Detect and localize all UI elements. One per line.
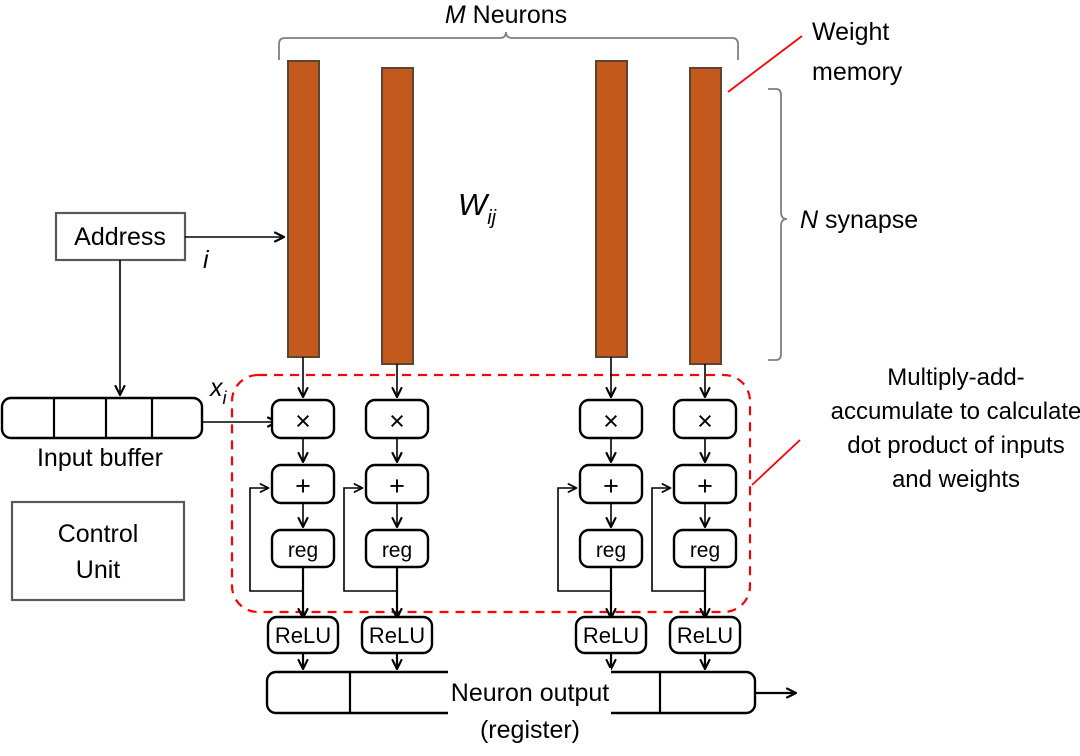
compute-column-2: × + reg ReLU — [343, 364, 434, 668]
mac-leader-line — [751, 439, 801, 486]
mac-label-line4: and weights — [892, 466, 1020, 493]
output-register-label-mask — [448, 668, 611, 717]
input-buffer-block[interactable]: Input buffer xi — [0, 374, 276, 472]
input-buffer-box[interactable] — [0, 396, 204, 440]
weight-memory-label-line1: Weight — [812, 18, 889, 46]
weight-memory-leader-line — [727, 35, 803, 93]
weight-bar-1 — [287, 60, 320, 358]
neuron-output-label-line1: Neuron output — [451, 679, 610, 707]
multiplier-label-3: × — [603, 406, 619, 436]
relu-label-1: ReLU — [275, 623, 331, 648]
relu-label-3: ReLU — [583, 623, 639, 648]
multiplier-label-4: × — [697, 406, 713, 436]
neuron-output-label-line2: (register) — [480, 716, 580, 744]
relu-label-2: ReLU — [369, 623, 425, 648]
mac-label-line3: dot product of inputs — [847, 432, 1064, 459]
n-synapse-bracket — [768, 88, 788, 361]
control-unit-label-line1: Control — [58, 520, 139, 548]
accumulator-feedback-path-4 — [651, 483, 705, 592]
m-neurons-label: M Neurons — [445, 1, 567, 29]
multiplier-label-1: × — [295, 406, 311, 436]
weight-memory-label-line2: memory — [812, 58, 903, 86]
weight-memory-callout: Weight memory — [727, 18, 903, 93]
register-label-4: reg — [690, 539, 720, 562]
address-block[interactable]: Address i — [54, 211, 283, 394]
accumulator-feedback-path-1 — [249, 483, 303, 592]
m-neurons-group: M Neurons — [278, 1, 739, 60]
weight-matrix-label: Wij — [458, 187, 497, 229]
address-label: Address — [74, 223, 166, 251]
adder-label-1: + — [295, 471, 311, 501]
n-synapse-group: N synapse — [768, 88, 918, 361]
accumulator-feedback-path-2 — [343, 483, 397, 592]
mac-region-dashed-box — [230, 373, 752, 614]
mac-callout: Multiply-add- accumulate to calculate do… — [751, 364, 1080, 493]
neuron-output-register-block[interactable]: Neuron output (register) — [265, 668, 795, 744]
register-label-3: reg — [596, 539, 626, 562]
m-neurons-bracket — [278, 31, 739, 60]
input-x-label: xi — [209, 374, 228, 408]
address-box[interactable] — [54, 211, 187, 262]
control-unit-block[interactable]: Control Unit — [10, 500, 186, 602]
adder-label-3: + — [603, 471, 619, 501]
register-label-2: reg — [382, 539, 412, 562]
compute-column-3: × + reg ReLU — [557, 357, 648, 668]
adder-label-4: + — [697, 471, 713, 501]
mac-label-line2: accumulate to calculate — [831, 398, 1080, 425]
adder-label-2: + — [389, 471, 405, 501]
register-label-1: reg — [288, 539, 318, 562]
weight-bar-2 — [381, 67, 414, 365]
accumulator-feedback-path-3 — [557, 483, 611, 592]
n-synapse-label: N synapse — [800, 206, 918, 234]
index-i-label: i — [203, 246, 210, 274]
control-unit-label-line2: Unit — [76, 556, 121, 584]
relu-label-4: ReLU — [677, 623, 733, 648]
control-unit-box[interactable] — [10, 500, 186, 602]
weight-bar-4 — [689, 67, 722, 365]
compute-column-1: × + reg ReLU — [249, 357, 340, 668]
weight-bar-3 — [595, 60, 628, 358]
input-buffer-label: Input buffer — [37, 444, 163, 472]
compute-column-4: × + reg ReLU — [651, 364, 742, 668]
mac-label-line1: Multiply-add- — [887, 364, 1024, 391]
multiplier-label-2: × — [389, 406, 405, 436]
weight-memory-bars — [287, 60, 722, 365]
